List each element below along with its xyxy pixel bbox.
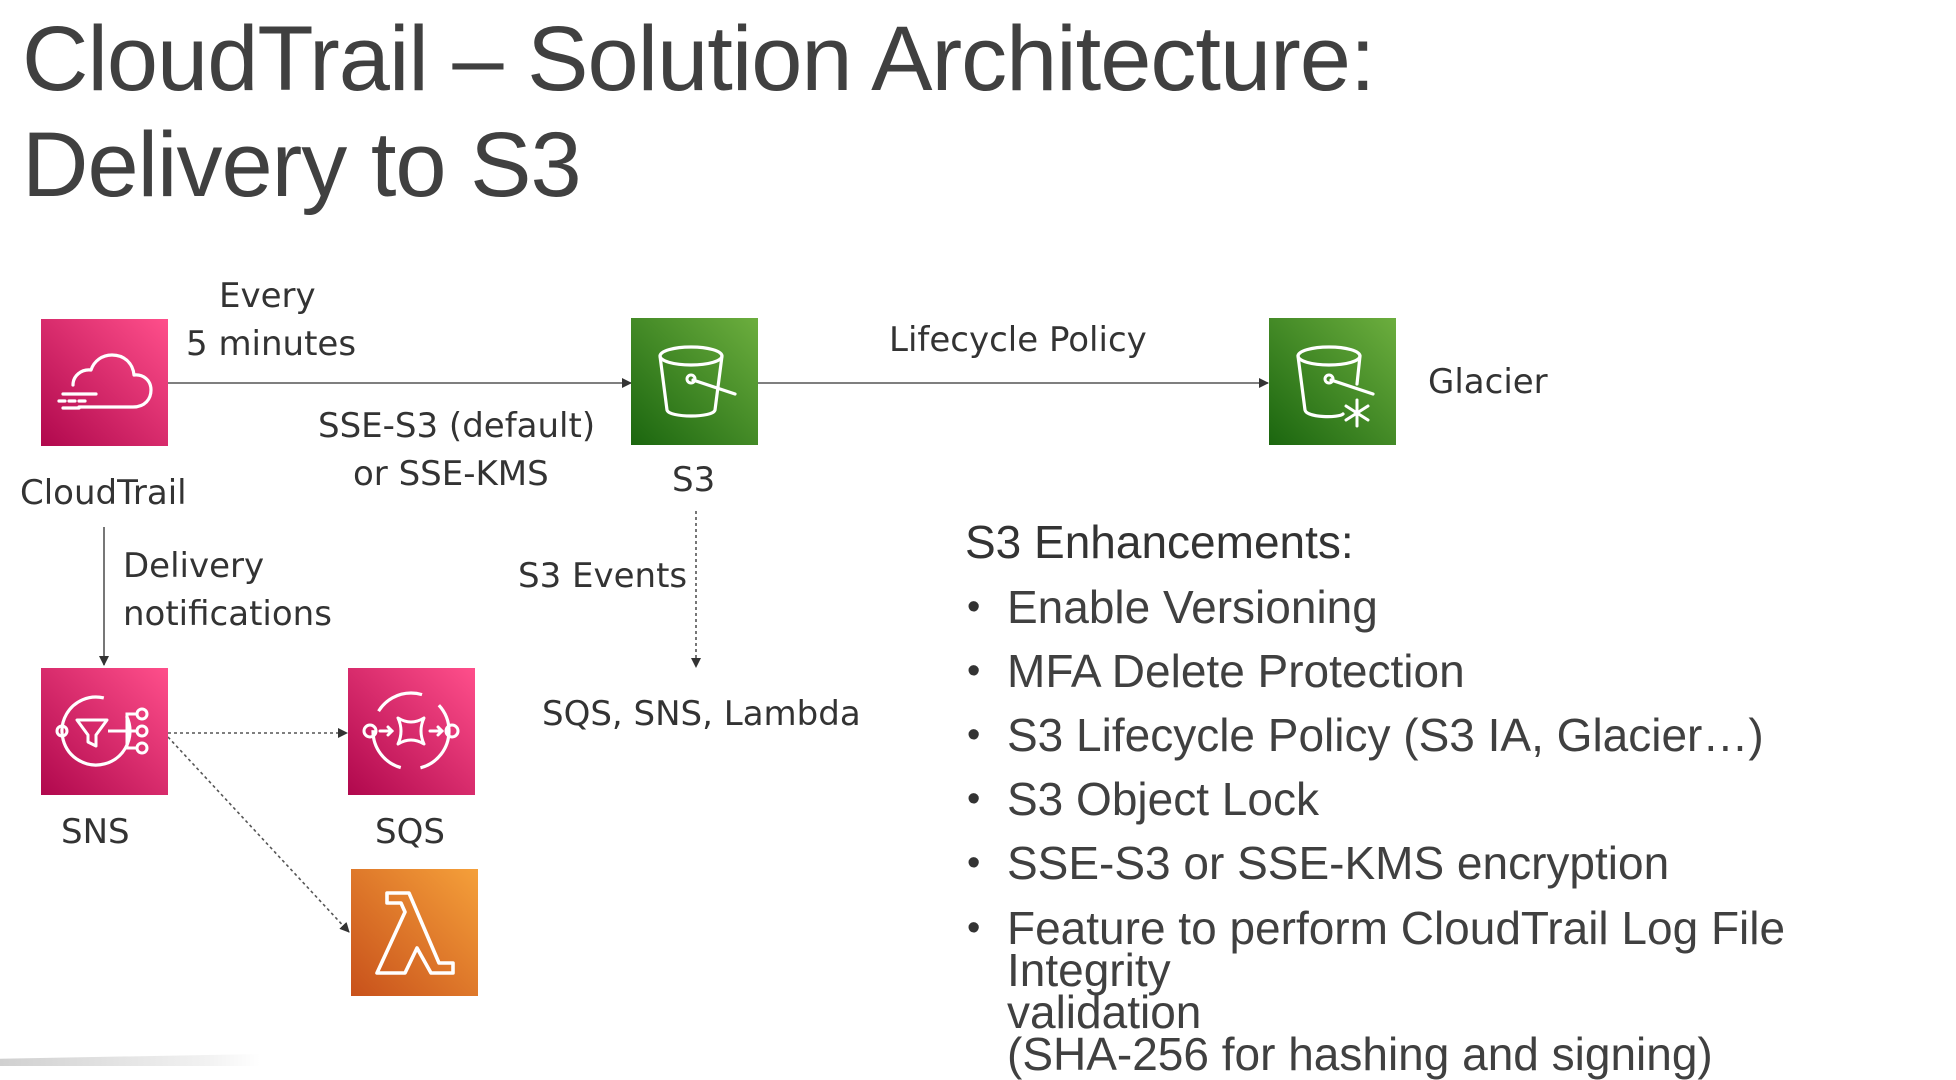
enhancement-item: SSE-S3 or SSE-KMS encryption: [965, 831, 1950, 895]
glacier-icon: [1296, 345, 1375, 428]
cloudtrail-label: CloudTrail: [20, 473, 187, 513]
enhancement-item: S3 Object Lock: [965, 767, 1950, 831]
sqs-node: [348, 668, 475, 795]
s3-events-targets-label: SQS, SNS, Lambda: [542, 694, 861, 734]
lambda-icon: [375, 891, 455, 975]
frequency-label-line-2: 5 minutes: [186, 324, 357, 364]
encryption-label-line-2: or SSE-KMS: [353, 454, 549, 494]
integrity-line-1: Feature to perform CloudTrail Log File I…: [1007, 902, 1786, 996]
enhancement-item-integrity: Feature to perform CloudTrail Log File I…: [965, 902, 1950, 1080]
frequency-label-line-1: Every: [219, 276, 316, 316]
cloudtrail-node: [41, 319, 168, 446]
title-line-1: CloudTrail – Solution Architecture:: [22, 8, 1376, 110]
s3-events-label: S3 Events: [518, 556, 688, 596]
lambda-node: [351, 869, 478, 996]
sns-node: [41, 668, 168, 795]
s3-label: S3: [672, 460, 716, 500]
glacier-label: Glacier: [1428, 362, 1548, 402]
s3-node: [631, 318, 758, 445]
enhancement-item: Enable Versioning: [965, 575, 1950, 639]
sns-to-lambda-arrow: [167, 736, 350, 933]
delivery-label-line-2: notifications: [123, 594, 332, 634]
integrity-line-3: (SHA-256 for hashing and signing): [1007, 1028, 1713, 1080]
encryption-label-line-1: SSE-S3 (default): [318, 406, 596, 446]
sns-label: SNS: [61, 812, 130, 852]
glacier-node: [1269, 318, 1396, 445]
enhancement-item: MFA Delete Protection: [965, 639, 1950, 703]
integrity-line-2: validation: [1007, 986, 1202, 1038]
cloudtrail-icon: [57, 353, 153, 410]
sqs-icon: [362, 691, 460, 771]
enhancement-item: S3 Lifecycle Policy (S3 IA, Glacier…): [965, 703, 1950, 767]
delivery-label-line-1: Delivery: [123, 546, 265, 586]
sns-icon: [55, 695, 149, 767]
enhancements-list: Enable Versioning MFA Delete Protection …: [965, 575, 1950, 1080]
page-title: CloudTrail – Solution Architecture: Deli…: [22, 6, 1376, 218]
sqs-label: SQS: [375, 812, 445, 852]
lifecycle-policy-label: Lifecycle Policy: [889, 320, 1147, 360]
s3-bucket-icon: [658, 345, 737, 418]
title-line-2: Delivery to S3: [22, 114, 582, 216]
enhancements-heading: S3 Enhancements:: [965, 516, 1354, 568]
